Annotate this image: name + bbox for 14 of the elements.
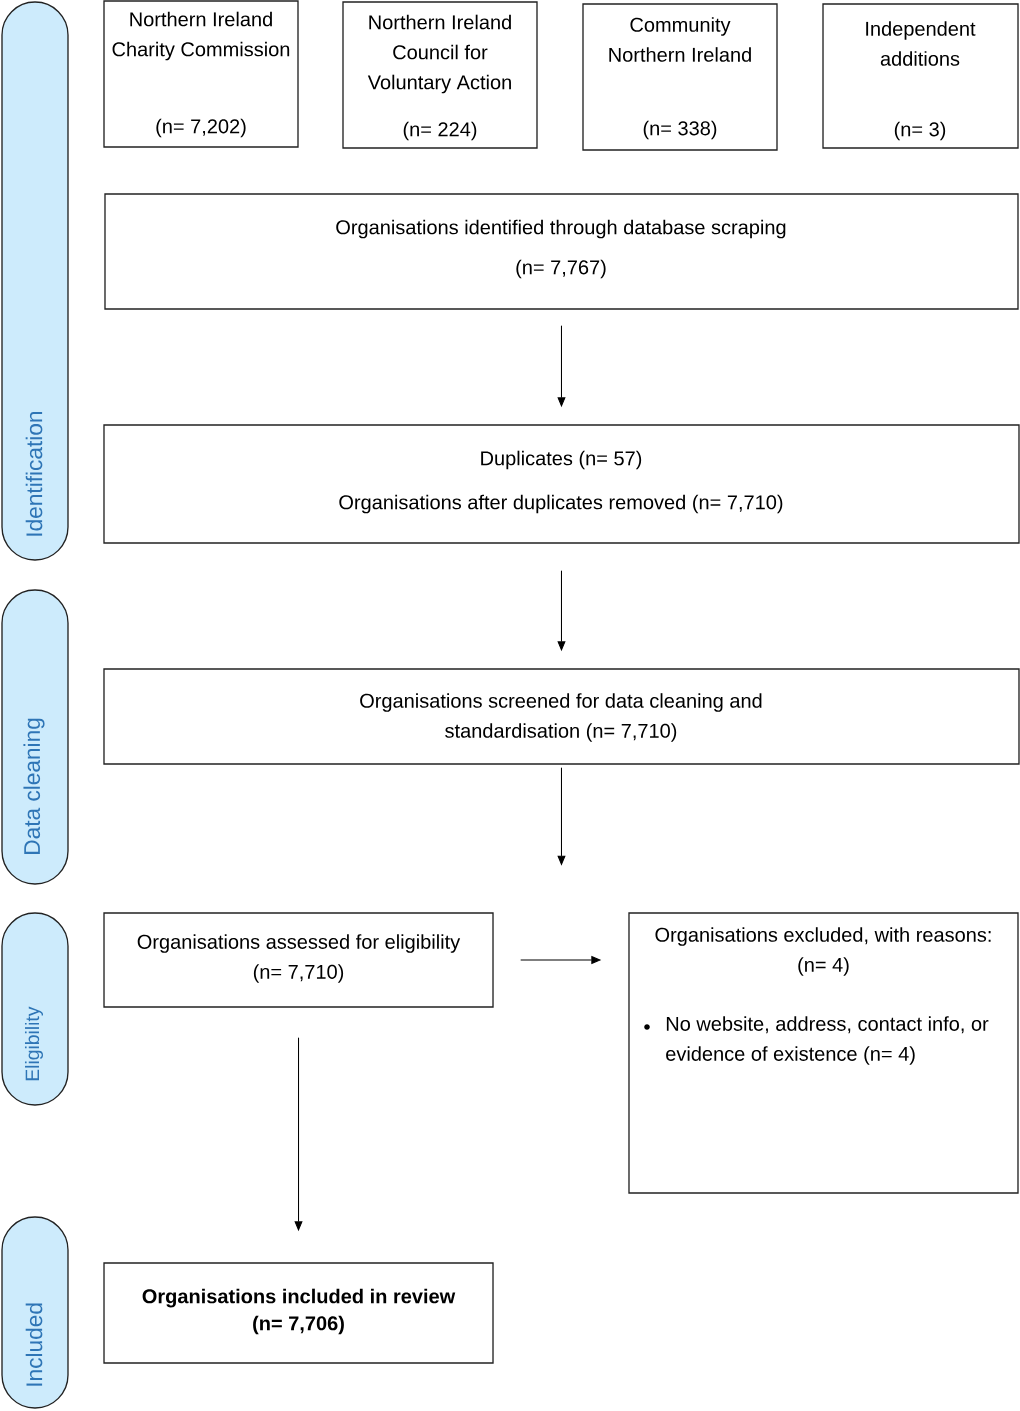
stage-band: Data cleaning (1, 589, 69, 885)
process-box: Organisations excluded, with reasons: (n= 4) No website, address, contact info, or evidence of existence (n= 4) (628, 912, 1019, 1194)
stage-band: Eligibility (1, 912, 69, 1106)
process-box: Organisations assessed for eligibility (n= 7,710) (103, 912, 494, 1008)
stage-band: Included (1, 1216, 69, 1409)
source-box: Northern Ireland Council for Voluntary Action (n= 224) (342, 1, 538, 149)
source-box: Northern Ireland Charity Commission (n= 7,202) (103, 0, 299, 148)
process-box: Organisations identified through database scraping (n= 7,767) (104, 193, 1019, 310)
source-box: Community Northern Ireland (n= 338) (582, 3, 778, 151)
stage-band: Identification (1, 1, 69, 561)
process-box: Organisations screened for data cleaning and standardisation (n= 7,710) (103, 668, 1020, 765)
source-box: Independent additions (n= 3) (822, 3, 1019, 149)
process-box: Duplicates (n= 57) Organisations after duplicates removed (n= 7,710) (103, 424, 1020, 544)
process-box: Organisations included in review (n= 7,706) (103, 1262, 494, 1364)
